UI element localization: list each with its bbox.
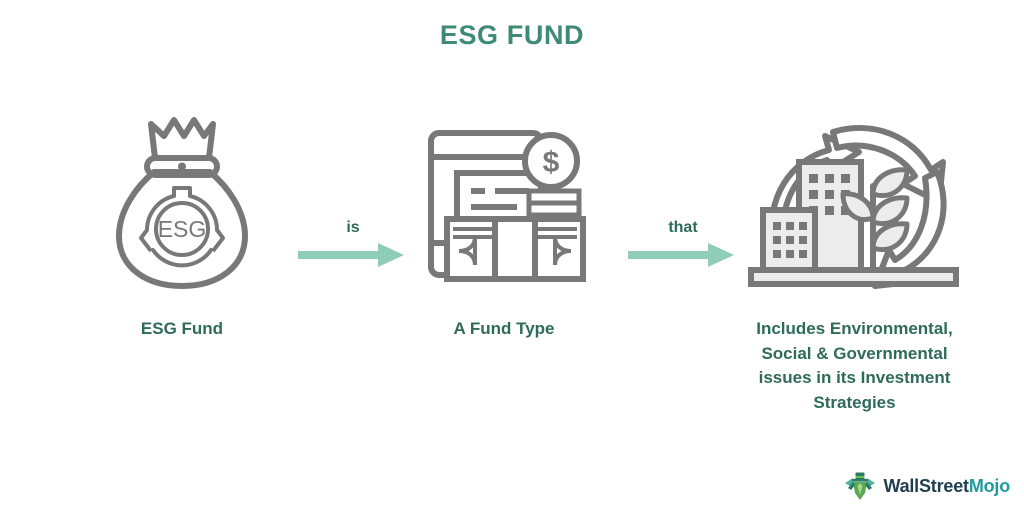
buildings-plant-recycle-icon (712, 110, 997, 295)
flow-node-label-esg-issues: Includes Environmental, Social & Governm… (712, 317, 997, 416)
wallstreetmojo-logo: WallStreetMojo (844, 471, 1010, 501)
flow-node-label-esg-fund: ESG Fund (140, 319, 224, 338)
wallstreetmojo-mascot-icon (845, 472, 876, 500)
flow-node-label-line-2: Social & Governmental (761, 343, 948, 363)
arrow-right-icon (298, 243, 404, 267)
logo-text-primary: WallStreet (883, 475, 969, 496)
page-title: ESG FUND (439, 20, 585, 50)
flow-diagram: ESG ESG Fund is (0, 110, 1024, 470)
dollar-sign-icon: $ (543, 146, 560, 179)
arrow-right-icon (628, 243, 734, 267)
flow-arrow-label-is: is (346, 219, 360, 236)
flow-node-esg-fund: ESG ESG Fund (72, 110, 292, 342)
money-bag-esg-text: ESG (158, 216, 207, 242)
flow-node-label-line-1: Includes Environmental, (756, 319, 953, 338)
flow-node-label-fund-type: A Fund Type (453, 319, 555, 338)
flow-node-label-line-4: Strategies (813, 392, 896, 412)
flow-arrow-label-that: that (668, 219, 698, 236)
flow-node-esg-issues: Includes Environmental, Social & Governm… (712, 110, 997, 416)
flow-arrow-is: is (298, 218, 408, 278)
fund-document-money-icon: $ (400, 110, 608, 295)
flow-node-label-line-3: issues in its Investment (758, 368, 951, 388)
money-bag-esg-icon: ESG (72, 110, 292, 295)
flow-node-fund-type: $ A Fund Type (400, 110, 608, 342)
flow-arrow-that: that (628, 218, 738, 278)
logo-text-accent: Mojo (968, 475, 1010, 496)
wallstreetmojo-logo-text: WallStreetMojo (883, 476, 1010, 497)
